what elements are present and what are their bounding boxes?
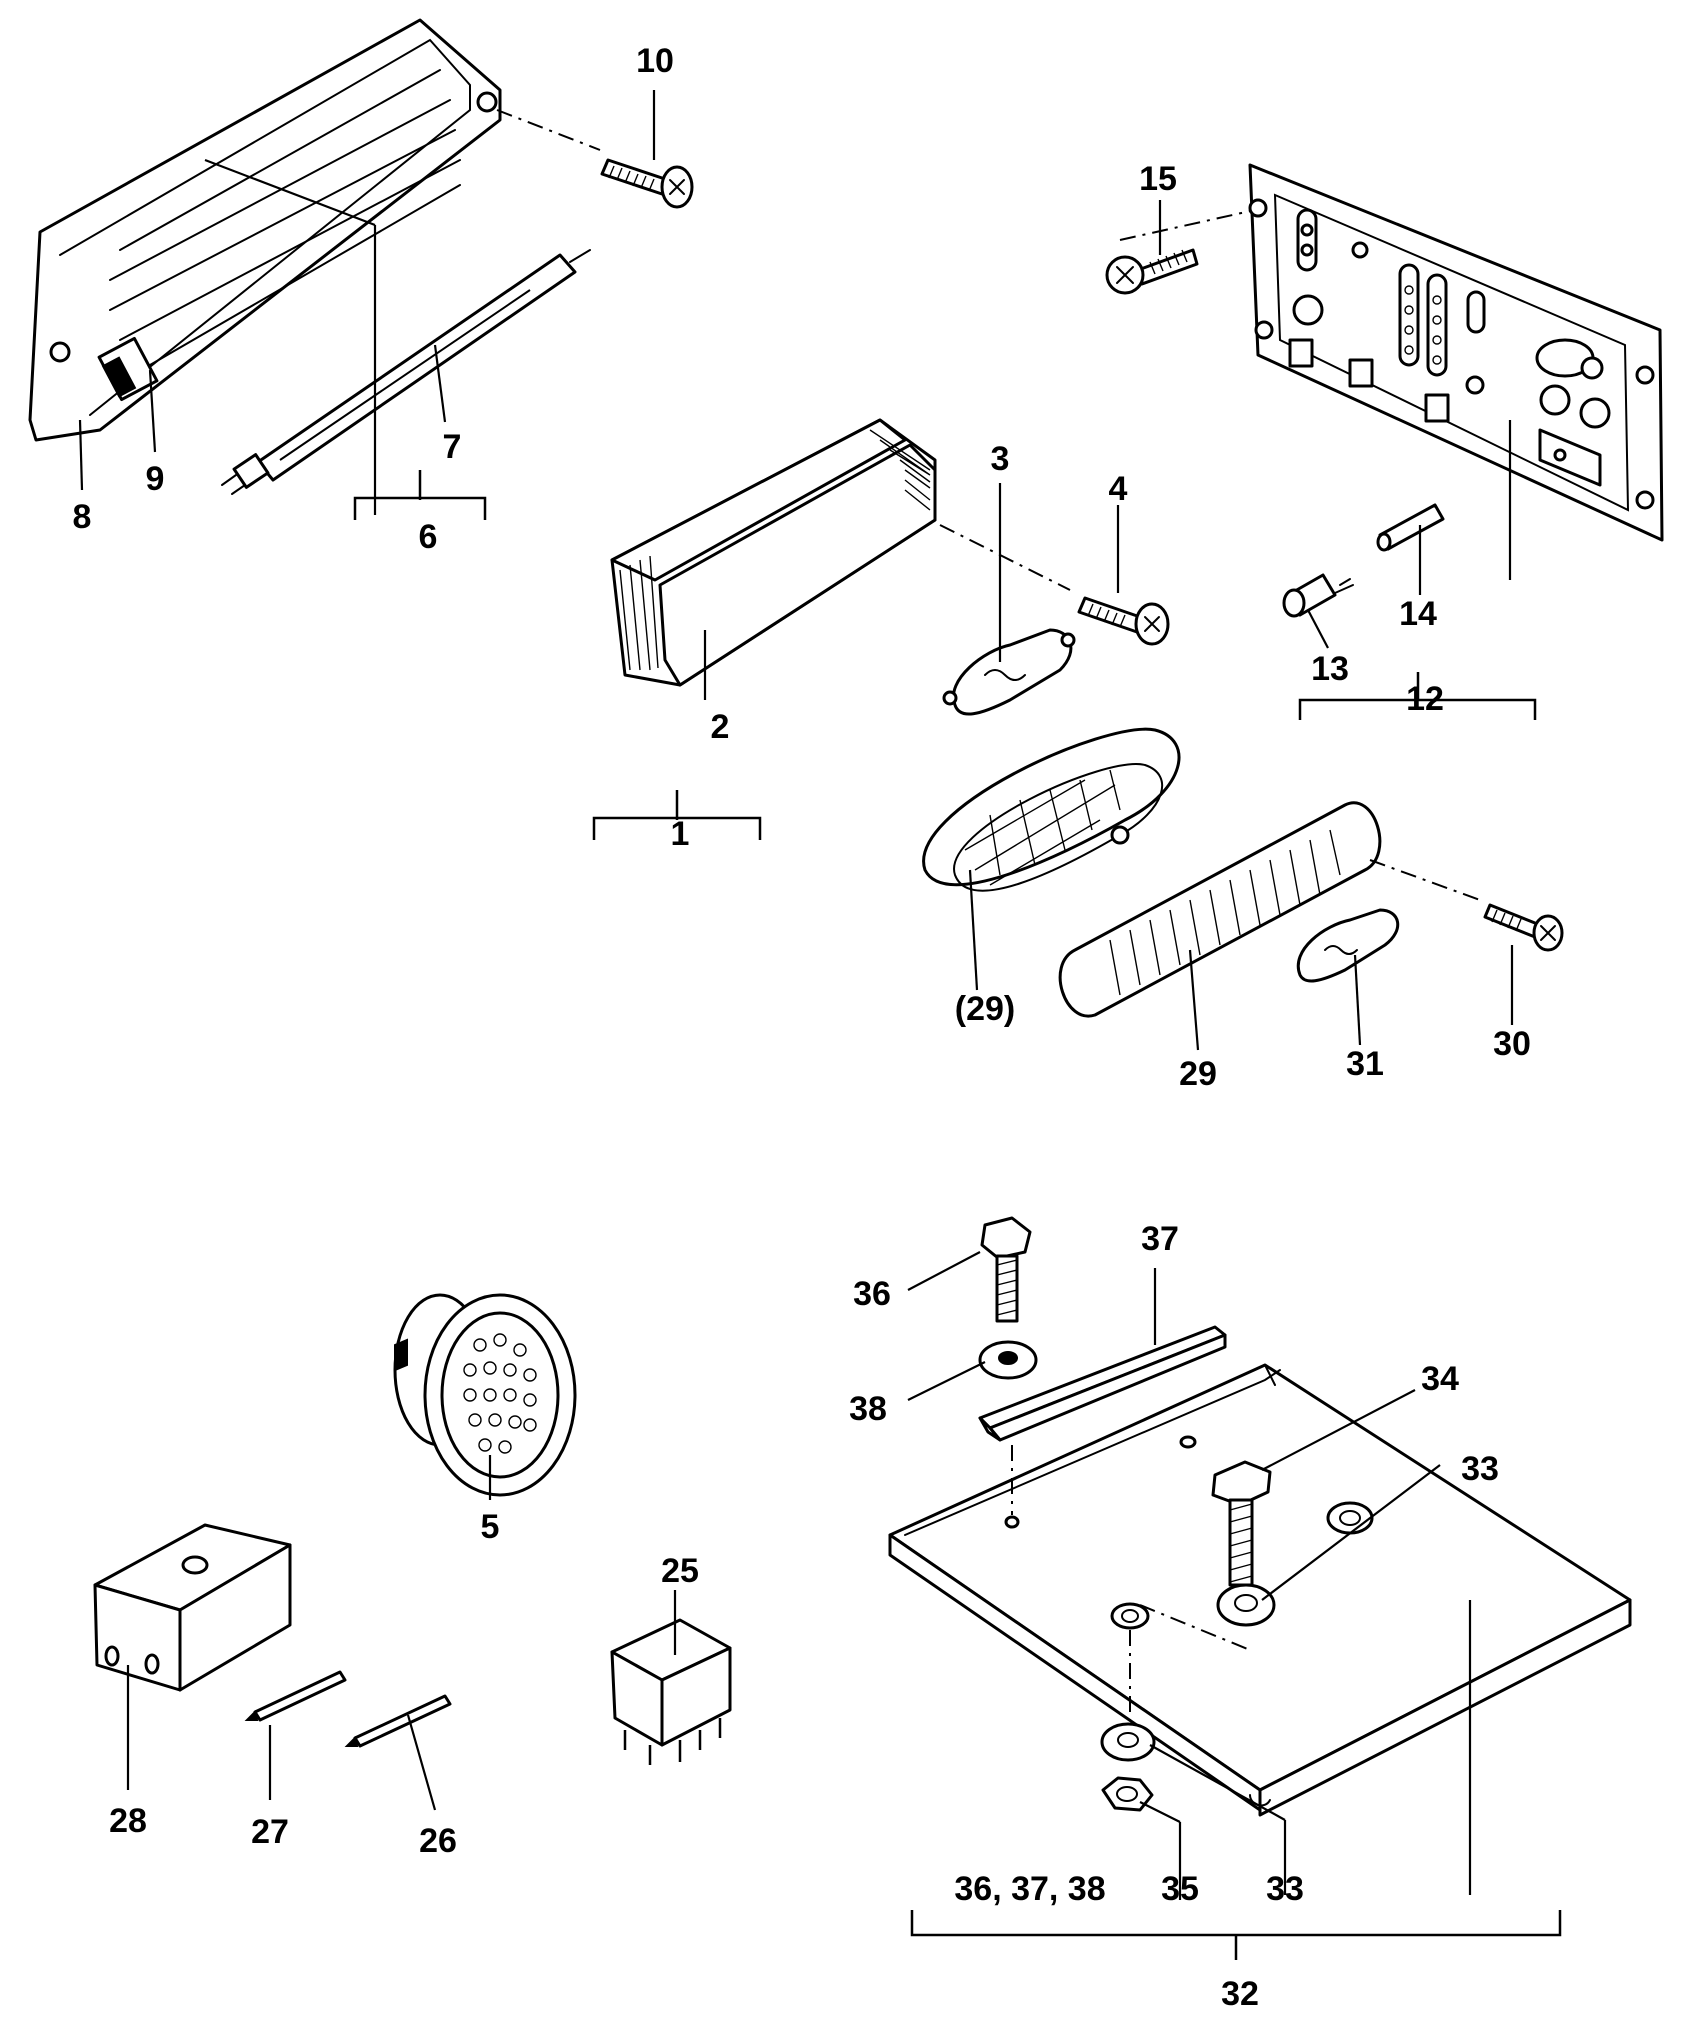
callout-14: 14 [1399, 595, 1437, 633]
interior-light [610, 418, 937, 687]
mounting-tray-32 [888, 1363, 1632, 1817]
washer-33-bottom [1100, 1722, 1156, 1762]
callout-34: 34 [1421, 1360, 1459, 1398]
pin-26 [344, 1694, 452, 1748]
callout-25: 25 [661, 1552, 699, 1590]
callout-36-37-38: 36, 37, 38 [954, 1870, 1105, 1908]
callout-9: 9 [146, 460, 165, 498]
fuse-holder-13 [1282, 573, 1354, 618]
callout-37: 37 [1141, 1220, 1179, 1258]
lens-29 [922, 727, 1181, 892]
callout-30: 30 [1493, 1025, 1531, 1063]
callout-10: 10 [636, 42, 674, 80]
screw-30 [1369, 859, 1564, 952]
speaker-5 [393, 1293, 577, 1497]
callout-2: 2 [711, 708, 730, 746]
screw-15 [1105, 209, 1256, 295]
callout-33-top: 33 [1461, 1450, 1499, 1488]
callout-38: 38 [849, 1390, 887, 1428]
callout-29: 29 [1179, 1055, 1217, 1093]
callout-27: 27 [251, 1813, 289, 1851]
callout-3: 3 [991, 440, 1010, 478]
bolt-34 [1211, 1460, 1272, 1587]
callout-36: 36 [853, 1275, 891, 1313]
callout-32: 32 [1221, 1975, 1259, 2013]
callout-labels: 10 15 7 9 8 6 3 4 14 13 12 2 1 (29) 29 3… [73, 42, 1531, 2013]
callout-5: 5 [481, 1508, 500, 1546]
control-panel [1248, 163, 1664, 542]
fuse-14 [1376, 503, 1445, 552]
reading-light-29 [1058, 801, 1382, 1018]
washer-38 [978, 1340, 1038, 1380]
rail-37 [978, 1325, 1227, 1442]
callout-31: 31 [1346, 1045, 1384, 1083]
screw-10 [496, 109, 694, 209]
bolt-36 [980, 1216, 1032, 1323]
callout-7: 7 [443, 428, 462, 466]
callout-35: 35 [1161, 1870, 1199, 1908]
relay-25 [610, 1618, 732, 1765]
callout-29-paren: (29) [955, 990, 1015, 1028]
leader-lines [78, 90, 1514, 1900]
fluorescent-tube [221, 249, 591, 495]
pin-27 [244, 1670, 347, 1722]
bulb-31 [1296, 908, 1400, 983]
callout-26: 26 [419, 1822, 457, 1860]
screw-4 [939, 524, 1170, 646]
callout-8: 8 [73, 498, 92, 536]
callout-13: 13 [1311, 650, 1349, 688]
bulb-3 [942, 628, 1076, 716]
washer-33-top [1216, 1583, 1276, 1627]
lamp-housing [28, 18, 502, 442]
callout-4: 4 [1109, 470, 1128, 508]
rocker-switch [97, 336, 159, 402]
callout-28: 28 [109, 1802, 147, 1840]
junction-box-28 [93, 1523, 292, 1692]
nut-35 [1101, 1776, 1154, 1812]
group-brackets [353, 470, 1562, 1960]
callout-15: 15 [1139, 160, 1177, 198]
callout-1: 1 [671, 815, 690, 853]
callout-6: 6 [419, 518, 438, 556]
callout-12: 12 [1406, 680, 1444, 718]
callout-33-bottom: 33 [1266, 1870, 1304, 1908]
